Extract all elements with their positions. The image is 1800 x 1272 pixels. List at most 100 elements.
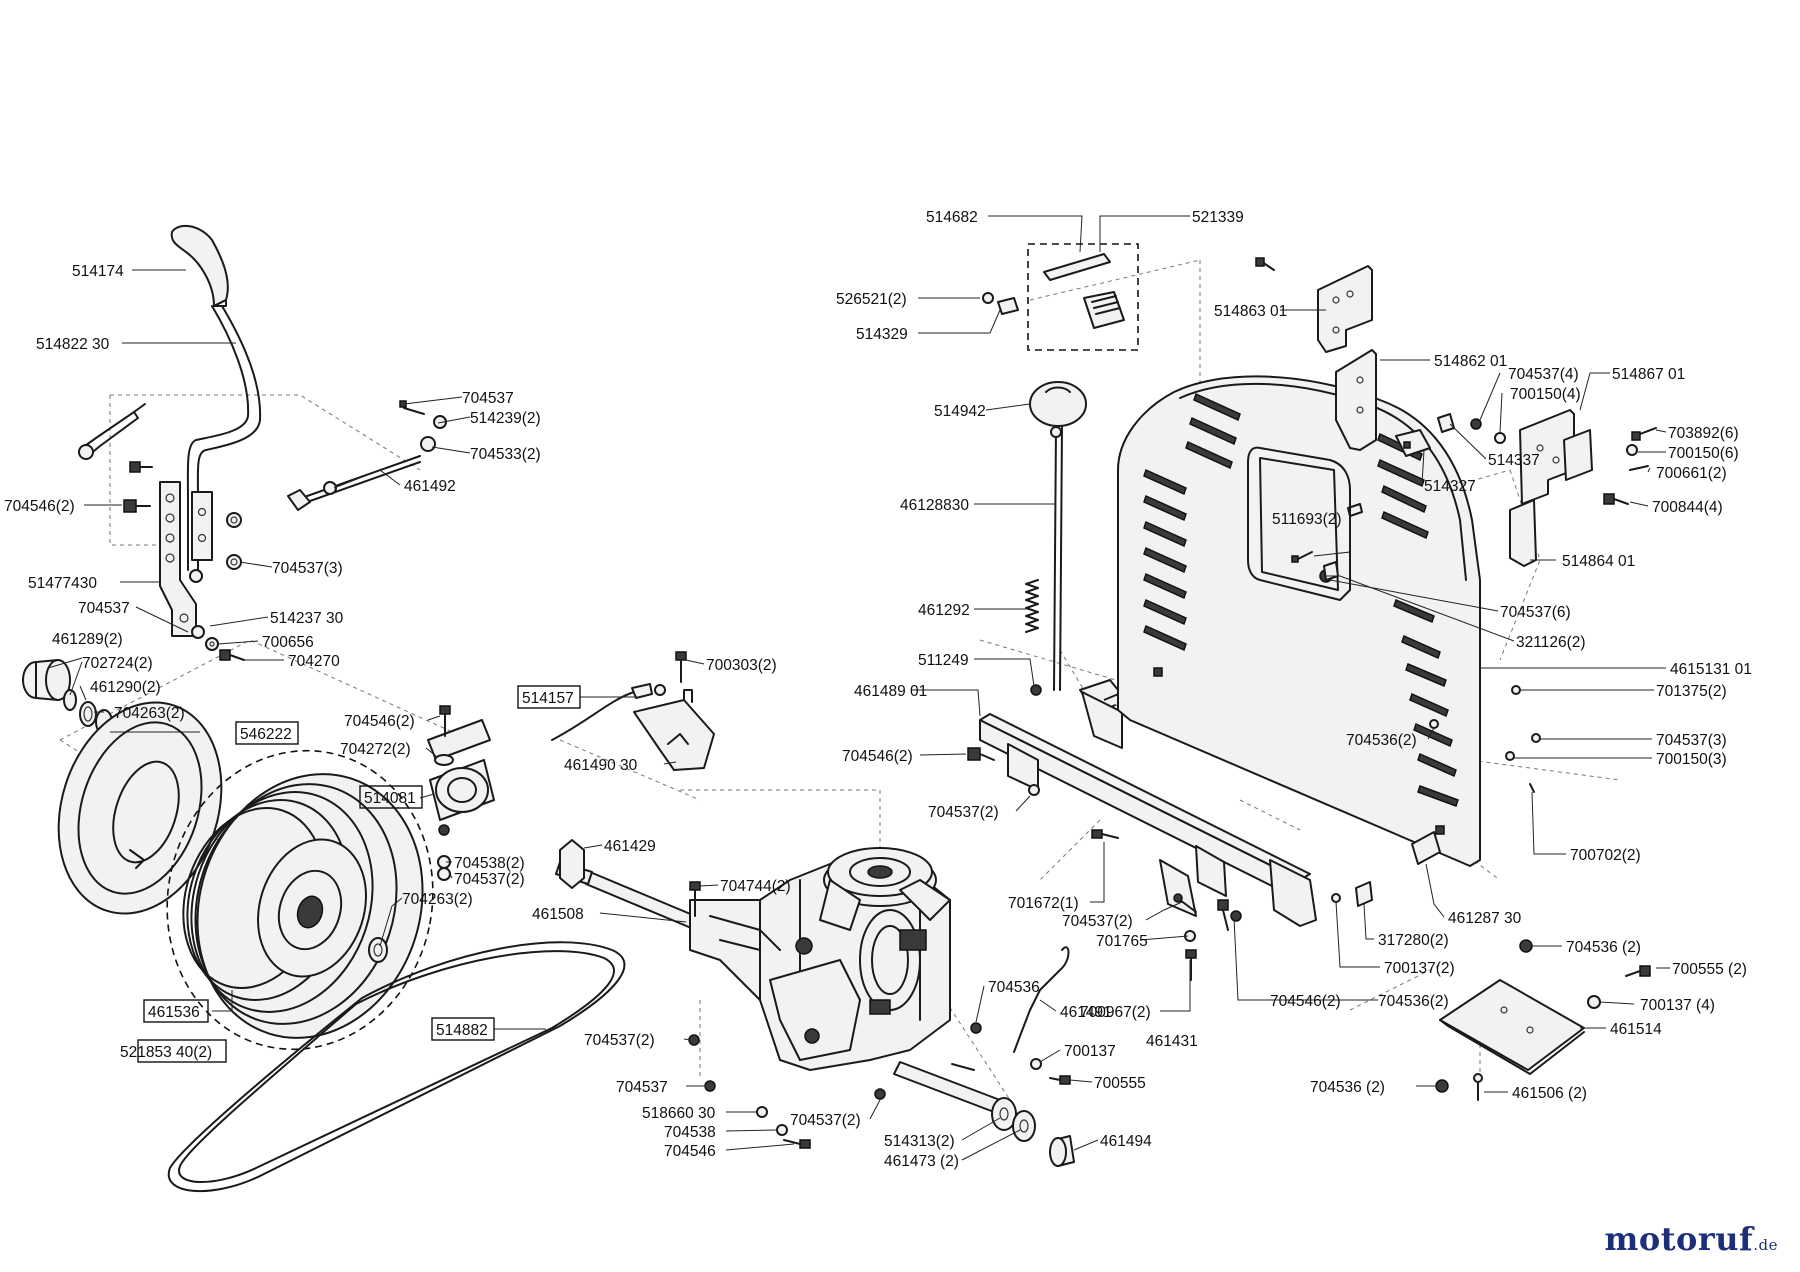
label-704536-2a: 704536(2) [1378, 993, 1449, 1010]
nut-704537-c [704, 1080, 716, 1092]
label-514327: 514327 [1424, 478, 1476, 495]
bolt-704546-top [434, 705, 454, 766]
label-701765: 701765 [1096, 933, 1148, 950]
label-4615131-01: 4615131 01 [1670, 661, 1752, 678]
bolt-701672 [1091, 829, 1119, 839]
label-321126: 321126(2) [1516, 634, 1586, 651]
bolt-700555 [1049, 1075, 1071, 1085]
label-514682: 514682 [926, 209, 978, 226]
label-514239: 514239(2) [470, 410, 541, 427]
label-461536: 461536 [148, 1004, 200, 1021]
seat-slots-right [1377, 432, 1459, 807]
lever-rod-46128830 [1050, 425, 1063, 691]
linkage-rod-461492 [287, 400, 447, 511]
motoruf-logo: motoruf.de [1605, 1220, 1778, 1258]
label-700150-3: 700150(3) [1656, 751, 1727, 768]
bracket-461490 [633, 689, 715, 771]
label-704546-2a: 704546(2) [4, 498, 75, 515]
label-514081: 514081 [364, 790, 416, 807]
cable-514157 [551, 683, 666, 741]
label-700661: 700661(2) [1656, 465, 1727, 482]
label-461508: 461508 [532, 906, 584, 923]
label-700844: 700844(4) [1652, 499, 1723, 516]
nut-704536-sp [1519, 939, 1533, 953]
plate-461514 [1439, 979, 1585, 1075]
nut-704537-4 [1470, 418, 1482, 430]
label-514862-01: 514862 01 [1434, 353, 1507, 370]
label-514337: 514337 [1488, 452, 1540, 469]
spacer-317280 [1355, 881, 1373, 907]
part-700702 [1529, 783, 1535, 793]
bolt-704546-bottom [783, 1139, 811, 1149]
washer-704263-b [368, 937, 388, 963]
label-700656: 700656 [262, 634, 314, 651]
nut-704537-c [191, 625, 205, 639]
label-461489-01: 461489 01 [854, 683, 927, 700]
bolt-703892 [1631, 427, 1657, 441]
switch-514327 [1395, 429, 1431, 457]
label-704538: 704538 [664, 1124, 716, 1141]
bolt-461431 [1185, 949, 1197, 981]
label-704537-2b: 704537(2) [584, 1032, 655, 1049]
label-704537-2a: 704537(2) [454, 871, 525, 888]
bolt-704546b [129, 461, 153, 473]
drive-belt-514882 [167, 941, 626, 1193]
label-461514: 461514 [1610, 1021, 1662, 1038]
label-461490-30: 461490 30 [564, 757, 638, 774]
bolt-700555-sp [1625, 965, 1651, 977]
label-704546: 704546 [664, 1143, 716, 1160]
label-700137-2: 700137(2) [1384, 960, 1455, 977]
label-700303: 700303(2) [706, 657, 777, 674]
label-boxes [137, 685, 581, 1063]
label-704537-a: 704537 [462, 390, 514, 407]
pin-top [1255, 257, 1275, 271]
label-461494: 461494 [1100, 1133, 1152, 1150]
seat-slots-left [1143, 392, 1241, 652]
pin-461506 [1473, 1073, 1483, 1101]
label-514867-01: 514867 01 [1612, 366, 1685, 383]
label-700137-4: 700137 (4) [1640, 997, 1715, 1014]
center-hardware [967, 747, 1242, 981]
label-704537-4: 704537(4) [1508, 366, 1579, 383]
part-511249 [1030, 684, 1042, 696]
label-700555-sp: 700555 (2) [1672, 961, 1747, 978]
nut-518660 [756, 1106, 768, 1118]
label-704546-2b: 704546(2) [344, 713, 415, 730]
label-511249: 511249 [918, 652, 969, 669]
pulley-fan [819, 847, 951, 931]
spring-461292 [1025, 579, 1039, 633]
transaxle-hardware [688, 881, 1071, 1149]
bolt-700303 [675, 651, 687, 683]
label-704263-a: 704263(2) [114, 705, 185, 722]
label-461287-30: 461287 30 [1448, 910, 1522, 927]
label-704263-b: 704263(2) [402, 891, 473, 908]
nut-704537-b [189, 569, 203, 583]
leader-lines [47, 215, 1670, 1161]
label-461290: 461290(2) [90, 679, 161, 696]
label-702724: 702724(2) [82, 655, 153, 672]
label-461292: 461292 [918, 602, 970, 619]
nut-704536-sp2 [1435, 1079, 1449, 1093]
label-46128830: 46128830 [900, 497, 969, 514]
label-704270: 704270 [288, 653, 340, 670]
label-514157: 514157 [522, 690, 574, 707]
label-526521: 526521(2) [836, 291, 907, 308]
nut-704537-3a [226, 512, 242, 528]
label-461491: 461491 [1060, 1004, 1112, 1021]
label-700967: 700967(2) [1080, 1004, 1151, 1021]
bolt-704546 [123, 499, 151, 513]
nut-704536-2b [1429, 719, 1439, 729]
seat-hardware [1255, 257, 1657, 907]
label-700555: 700555 [1094, 1075, 1146, 1092]
washers-514313-461473 [991, 1097, 1036, 1142]
label-461473: 461473 (2) [884, 1153, 959, 1170]
label-461429: 461429 [604, 838, 656, 855]
label-461431: 461431 [1146, 1033, 1198, 1050]
label-704546-2d: 704546(2) [1270, 993, 1341, 1010]
pin-701765 [1173, 893, 1197, 913]
label-704537-2e: 704537(2) [1062, 913, 1133, 930]
knob-514942 [1029, 381, 1087, 427]
label-511693: 511693(2) [1272, 511, 1342, 528]
label-317280: 317280(2) [1378, 932, 1449, 949]
clip-321126 [1323, 561, 1339, 581]
